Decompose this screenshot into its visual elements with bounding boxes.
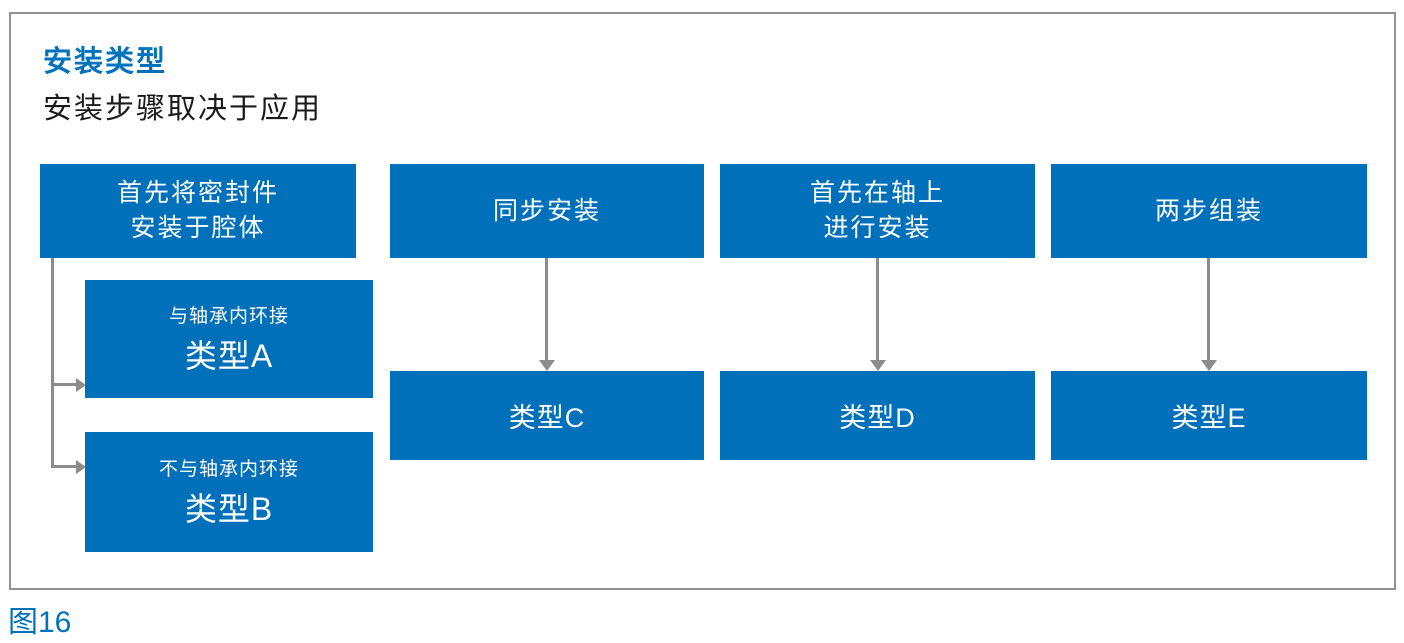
arrow-right-icon-type-b (76, 460, 86, 474)
type-b-note: 不与轴承内环接 (158, 459, 299, 480)
type-b-label: 类型B (184, 491, 274, 527)
figure-subtitle: 安装步骤取决于应用 (43, 93, 323, 125)
type-b-box: 不与轴承内环接 类型B (85, 432, 373, 552)
header-line: 进行安装 (823, 214, 932, 242)
type-a-label: 类型A (184, 338, 274, 374)
type-a-note: 与轴承内环接 (168, 306, 289, 327)
type-a-box: 与轴承内环接 类型A (85, 280, 373, 398)
header-line: 同步安装 (492, 196, 601, 225)
header-box-shaft-first: 首先在轴上 进行安装 (720, 164, 1035, 258)
type-d-label: 类型D (839, 403, 916, 433)
type-e-box: 类型E (1051, 371, 1367, 460)
figure-title: 安装类型 (43, 46, 168, 78)
connector-arm-to-type-a (53, 383, 76, 386)
type-e-label: 类型E (1171, 403, 1247, 433)
type-d-box: 类型D (720, 371, 1035, 460)
header-box-two-step-assembly: 两步组装 (1051, 164, 1367, 258)
arrow-stem-type-c (545, 258, 548, 361)
arrow-down-icon-type-d (870, 360, 886, 371)
diagram-frame (9, 12, 1396, 590)
header-line: 安装于腔体 (130, 214, 266, 242)
arrow-stem-type-e (1207, 258, 1210, 361)
header-line: 两步组装 (1154, 196, 1263, 225)
connector-arm-to-type-b (53, 465, 76, 468)
header-line: 首先在轴上 (809, 179, 945, 207)
arrow-right-icon-type-a (76, 378, 86, 392)
type-c-box: 类型C (390, 371, 704, 460)
figure-caption: 图16 (8, 606, 72, 639)
type-c-label: 类型C (508, 403, 586, 433)
arrow-down-icon-type-c (539, 360, 555, 371)
header-line: 首先将密封件 (116, 179, 279, 207)
header-box-simultaneous-install: 同步安装 (390, 164, 704, 258)
arrow-down-icon-type-e (1201, 360, 1217, 371)
arrow-stem-type-d (876, 258, 879, 361)
connector-trunk-line (51, 258, 54, 468)
header-box-seal-in-cavity-first: 首先将密封件 安装于腔体 (40, 164, 356, 258)
